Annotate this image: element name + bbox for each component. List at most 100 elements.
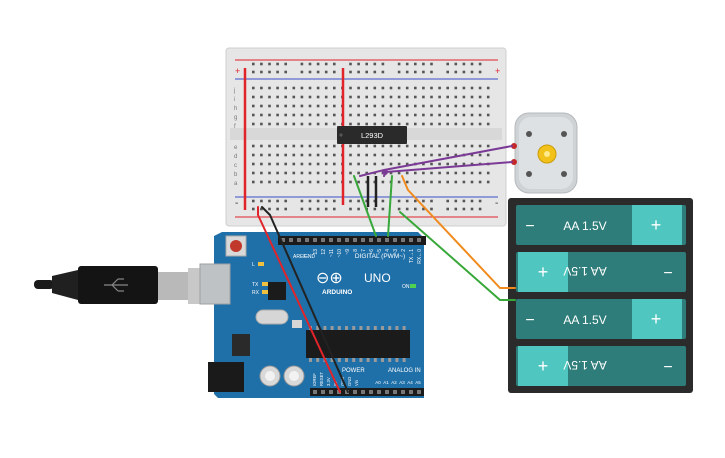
crystal xyxy=(255,309,289,325)
component-small xyxy=(292,320,302,328)
battery-minus-label: − xyxy=(525,312,534,329)
led-on xyxy=(410,284,416,288)
battery-label: AA 1.5V xyxy=(563,358,606,372)
battery-plus-label: + xyxy=(651,215,662,235)
battery-plus-label: + xyxy=(651,309,662,329)
power-pin-label: IOREF xyxy=(312,373,317,386)
rail-minus-bottom: - xyxy=(235,198,238,209)
row-letter-f: f xyxy=(234,124,236,130)
brand-label: ARDUINO xyxy=(322,289,352,296)
motor-terminal-2[interactable] xyxy=(511,159,517,165)
row-letter-h: h xyxy=(234,106,237,112)
row-letter-b: b xyxy=(234,172,238,178)
wire-black-gnd[interactable] xyxy=(261,206,349,393)
row-letter-c: c xyxy=(234,163,237,169)
analog-label: ANALOG IN xyxy=(388,368,421,374)
dc-motor[interactable] xyxy=(511,112,578,194)
power-pin-label: 3.3V xyxy=(326,377,331,386)
digital-pin-label: RX←0 xyxy=(417,249,423,264)
battery-cell[interactable]: + − AA 1.5V xyxy=(516,299,686,339)
battery-plus-label: + xyxy=(538,356,549,376)
digital-pin-label: ~6 xyxy=(369,249,375,255)
led-l xyxy=(258,262,264,266)
battery-minus-label: − xyxy=(663,359,672,376)
power-pin-label: RESET xyxy=(319,372,324,386)
battery-minus-label: − xyxy=(663,265,672,282)
digital-pin-label: ~9 xyxy=(345,249,351,255)
power-pin-label: GND xyxy=(347,377,352,386)
digital-pin-label: 13 xyxy=(313,249,319,255)
digital-pin-label: 12 xyxy=(321,249,327,255)
led-rx-label: RX xyxy=(252,290,260,296)
wire-orange-battery[interactable] xyxy=(401,175,516,289)
wires xyxy=(257,145,516,393)
wire-green-battery[interactable] xyxy=(399,211,516,301)
led-l-label: L xyxy=(252,262,255,268)
on-label: ON xyxy=(402,284,410,290)
analog-pin-label: A5 xyxy=(415,380,421,385)
battery-label: AA 1.5V xyxy=(563,264,606,278)
row-letter-i: i xyxy=(234,97,235,103)
rail-plus-top-right: + xyxy=(495,66,500,76)
digital-pin-label: 2 xyxy=(401,249,407,252)
motor-terminal-1[interactable] xyxy=(511,143,517,149)
row-letter-j: j xyxy=(233,88,235,94)
voltage-regulator xyxy=(232,334,250,356)
led-tx-label: TX xyxy=(252,282,259,288)
digital-pin-label: ~10 xyxy=(337,249,343,258)
gnd-label: GND xyxy=(304,254,316,260)
usb-cable[interactable] xyxy=(34,266,218,304)
reset-button[interactable] xyxy=(225,235,247,257)
usb-icon xyxy=(104,278,128,292)
digital-pin-label: 4 xyxy=(385,249,391,252)
wire-junction xyxy=(382,169,388,175)
row-letter-e: e xyxy=(234,145,238,151)
battery-minus-label: − xyxy=(525,218,534,235)
usb-port xyxy=(199,263,231,305)
power-jack xyxy=(208,362,244,392)
battery-cell[interactable]: + − AA 1.5V xyxy=(516,252,686,292)
power-label: POWER xyxy=(342,368,365,374)
model-label: UNO xyxy=(364,271,391,285)
analog-pin-label: A0 xyxy=(375,380,381,385)
rail-minus-bottom-right: - xyxy=(495,198,498,209)
motor-shaft-gear-icon xyxy=(537,144,557,164)
digital-label: DIGITAL (PWM~) xyxy=(355,253,405,260)
battery-cell[interactable]: + − AA 1.5V xyxy=(516,346,686,386)
battery-pack[interactable]: + − AA 1.5V + − AA 1.5V + − AA 1.5V + − AA 1.5V xyxy=(508,198,693,393)
digital-pin-label: TX→1 xyxy=(409,249,415,263)
battery-plus-label: + xyxy=(538,262,549,282)
digital-pin-label: ~11 xyxy=(329,249,335,257)
chip-label: L293D xyxy=(361,131,384,140)
led-rx xyxy=(262,290,268,294)
digital-pin-label: 8 xyxy=(353,249,359,252)
analog-pin-label: A3 xyxy=(399,380,405,385)
digital-pin-label: 7 xyxy=(361,249,367,252)
power-pin-label: Vin xyxy=(354,379,359,386)
battery-label: AA 1.5V xyxy=(563,219,606,233)
digital-pin-label: ~5 xyxy=(377,249,383,255)
wire-red-5v[interactable] xyxy=(257,206,341,393)
analog-pin-label: A1 xyxy=(383,380,389,385)
row-letter-g: g xyxy=(234,115,237,121)
rail-plus-top: + xyxy=(235,66,240,76)
usb-chip xyxy=(268,282,286,300)
row-letter-d: d xyxy=(234,154,237,160)
row-letter-a: a xyxy=(234,181,238,187)
analog-pin-label: A2 xyxy=(391,380,397,385)
power-analog-header[interactable] xyxy=(310,388,424,396)
battery-label: AA 1.5V xyxy=(563,313,606,327)
l293d-chip[interactable]: L293D xyxy=(337,126,407,144)
wire-green-pin5[interactable] xyxy=(387,175,393,237)
analog-pin-label: A4 xyxy=(407,380,413,385)
arduino-logo-icon: ⊖⊕ xyxy=(316,270,343,287)
aref-label: AREF xyxy=(293,254,306,260)
wire-green-pin7[interactable] xyxy=(353,175,377,237)
battery-cell[interactable]: + − AA 1.5V xyxy=(516,205,686,245)
breadboard[interactable]: + + - - j i h g f e d c b a L293D xyxy=(225,47,507,227)
digital-header[interactable] xyxy=(278,236,426,245)
digital-pin-label: ~3 xyxy=(393,249,399,255)
